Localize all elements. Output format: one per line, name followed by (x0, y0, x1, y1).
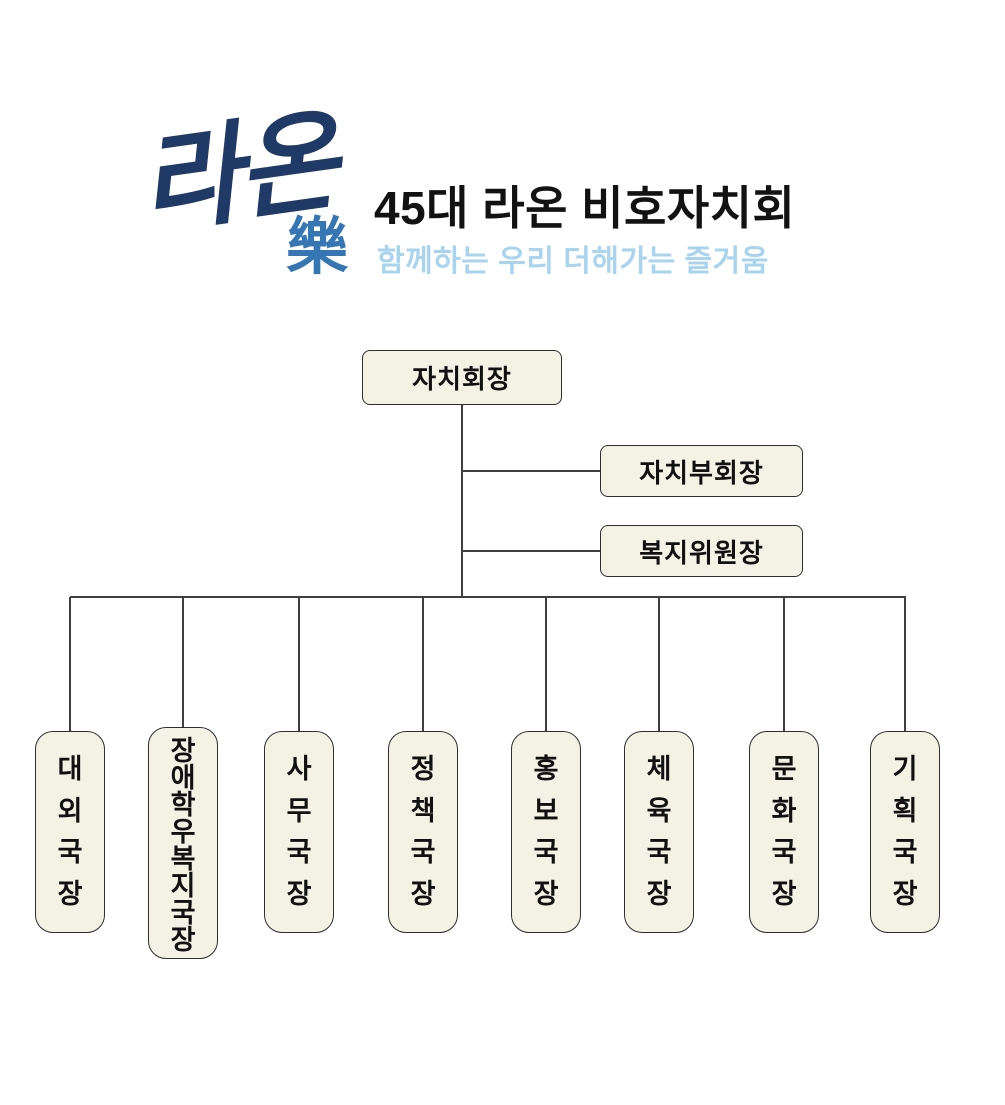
department-label-char: 육 (646, 795, 672, 826)
department-label-char: 기 (892, 754, 918, 785)
assistant-box-welfare-chair: 복지위원장 (600, 525, 803, 577)
root-box: 자치회장 (362, 350, 562, 405)
department-label-char: 장 (286, 878, 312, 909)
connector-drop-line (783, 597, 785, 733)
department-label-char: 외 (57, 795, 83, 826)
assistant-label: 자치부회장 (639, 457, 764, 488)
department-label-char: 국 (533, 837, 559, 868)
connector-drop-line (422, 597, 424, 733)
page-subtitle: 함께하는 우리 더해가는 즐거움 (377, 245, 769, 278)
logo-hanja-icon: 樂 (286, 213, 349, 282)
connector-branch-line (462, 470, 601, 472)
department-label-char: 대 (57, 754, 83, 785)
department-label-char: 화 (771, 795, 797, 826)
connector-drop-line (298, 597, 300, 733)
department-label-char: 학 (170, 790, 196, 820)
connector-drop-line (904, 597, 906, 733)
department-label-char: 체 (646, 754, 672, 785)
department-label-char: 국 (771, 837, 797, 868)
root-label: 자치회장 (412, 364, 512, 394)
department-label-char: 국 (892, 837, 918, 868)
department-label-char: 지 (170, 871, 196, 901)
department-label-char: 국 (57, 837, 83, 868)
assistant-label: 복지위원장 (639, 537, 764, 568)
department-label-char: 장 (892, 878, 918, 909)
department-label-char: 국 (170, 898, 196, 928)
connector-bus-line (70, 596, 906, 598)
department-label-char: 장 (646, 878, 672, 909)
department-label-char: 장 (170, 736, 196, 766)
department-label-char: 국 (286, 837, 312, 868)
connector-drop-line (69, 597, 71, 733)
department-label-char: 문 (771, 754, 797, 785)
department-label-char: 홍 (533, 754, 559, 785)
department-label-char: 애 (170, 763, 196, 793)
department-label-char: 장 (410, 878, 436, 909)
connector-trunk-line (461, 404, 463, 597)
department-label-char: 획 (892, 795, 918, 826)
connector-drop-line (545, 597, 547, 733)
department-label-char: 우 (170, 817, 196, 847)
connector-drop-line (658, 597, 660, 733)
department-label-char: 장 (170, 925, 196, 955)
department-label-char: 장 (533, 878, 559, 909)
connector-drop-line (182, 597, 184, 729)
connector-branch-line (462, 550, 601, 552)
department-label-char: 정 (410, 754, 436, 785)
department-label-char: 장 (57, 878, 83, 909)
department-label-char: 장 (771, 878, 797, 909)
department-label-char: 보 (533, 795, 559, 826)
department-label-char: 사 (286, 754, 312, 785)
assistant-box-vice-president: 자치부회장 (600, 445, 803, 497)
department-label-char: 무 (286, 795, 312, 826)
department-label-char: 책 (410, 795, 436, 826)
department-label-char: 국 (646, 837, 672, 868)
department-label-char: 복 (170, 844, 196, 874)
page-title: 45대 라온 비호자치회 (374, 182, 796, 234)
department-label-char: 국 (410, 837, 436, 868)
